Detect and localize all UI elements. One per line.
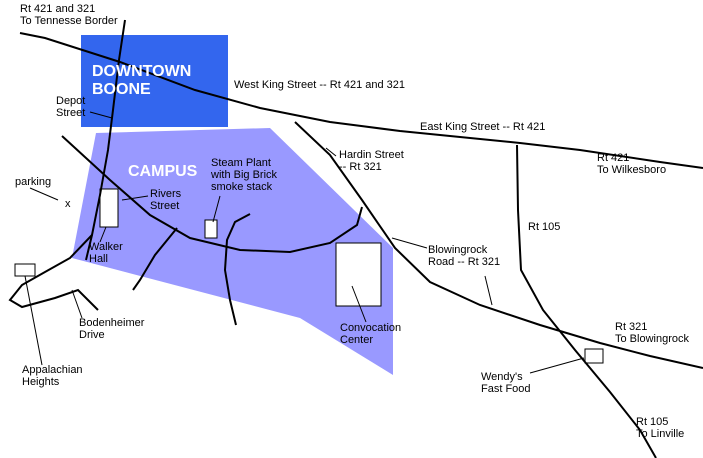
rt321-blowingrock-line1: Rt 321	[615, 321, 648, 333]
rt105-linville-label: Rt 105 To Linville	[636, 416, 684, 440]
wilkesboro-line1: Rt 421	[597, 152, 630, 164]
walker-hall-building	[99, 188, 119, 228]
rivers-line1: Rivers	[150, 188, 182, 200]
bodenheimer-pointer	[71, 289, 83, 319]
linville-line2: To Linville	[636, 428, 685, 440]
steam-plant-building	[204, 219, 218, 239]
appalachian-heights-building	[14, 263, 36, 277]
blowingrock-road-label: Blowingrock Road -- Rt 321	[428, 244, 500, 268]
steam-plant-pointer	[212, 195, 221, 223]
hardin-line2: -- Rt 321	[339, 161, 382, 173]
hardin-street-label: Hardin Street -- Rt 321	[339, 149, 404, 173]
appalachian-heights-label: Appalachian Heights	[22, 364, 83, 388]
wilkesboro-line2: To Wilkesboro	[597, 164, 667, 176]
downtown-block	[81, 35, 228, 127]
rt321-blowingrock-label: Rt 321 To Blowingrock	[615, 321, 689, 345]
wendys-building	[584, 348, 604, 364]
parking-pointer	[29, 187, 59, 201]
rivers-street-road	[61, 135, 363, 254]
rivers-line2: Street	[150, 200, 180, 212]
depot-line1: Depot	[56, 95, 86, 107]
king-street-road	[19, 32, 703, 169]
rt105-road	[516, 144, 657, 458]
blowingrock-pointer	[391, 237, 428, 249]
bodenheimer-drive-road	[8, 234, 99, 311]
rivers-street-pointer	[121, 195, 149, 201]
hardin-street-pointer	[325, 147, 337, 157]
rt421-321-line2: To Tennesse Border	[20, 15, 118, 27]
walker-hall-label: Walker Hall	[89, 241, 123, 265]
steam-plant-line1: Steam Plant	[211, 157, 271, 169]
walker-line2: Hall	[89, 253, 108, 265]
hardin-blowingrock-road	[294, 121, 703, 369]
convocation-line2: Center	[340, 334, 374, 346]
downtown-line2: BOONE	[92, 81, 151, 98]
rivers-street-label: Rivers Street	[150, 188, 181, 212]
steam-plant-line3: smoke stack	[211, 181, 273, 193]
rt105-label: Rt 105	[528, 221, 561, 233]
wendys-label: Wendy's Fast Food	[481, 371, 531, 395]
blowingrock-line1: Blowingrock	[428, 244, 488, 256]
downtown-boone-label: DOWNTOWN BOONE	[92, 63, 191, 99]
walker-hall-pointer	[99, 226, 107, 243]
depot-street-pointer	[89, 111, 113, 119]
rt321-blowingrock-line2: To Blowingrock	[615, 333, 689, 345]
east-king-street-label: East King Street -- Rt 421	[420, 121, 546, 133]
convocation-pointer	[351, 285, 367, 323]
bodenheimer-line1: Bodenheimer	[79, 317, 145, 329]
convocation-line1: Convocation	[340, 322, 402, 334]
walker-line1: Walker	[89, 241, 123, 253]
bodenheimer-line2: Drive	[79, 329, 105, 341]
wendys-line2: Fast Food	[481, 383, 531, 395]
steam-plant-label: Steam Plant with Big Brick smoke stack	[211, 157, 277, 193]
hardin-line1: Hardin Street	[339, 149, 404, 161]
parking-marker: x	[65, 198, 71, 210]
steam-plant-line2: with Big Brick	[211, 169, 278, 181]
convocation-center-label: Convocation Center	[340, 322, 401, 346]
downtown-line1: DOWNTOWN	[92, 63, 192, 80]
parking-label: parking	[15, 176, 52, 188]
depot-line2: Street	[56, 107, 86, 119]
rt421-321-line1: Rt 421 and 321	[20, 3, 96, 15]
campus-area	[72, 128, 393, 375]
campus-label: CAMPUS	[128, 163, 198, 180]
campus-branch-middle-road	[223, 213, 251, 326]
campus-branch-left-road	[132, 227, 178, 291]
rt421-wilkesboro-label: Rt 421 To Wilkesboro	[597, 152, 666, 176]
appalachian-heights-pointer	[24, 275, 43, 366]
blowingrock-line2: Road -- Rt 321	[428, 256, 501, 268]
convocation-center-building	[335, 242, 382, 307]
west-king-street-label: West King Street -- Rt 421 and 321	[234, 79, 405, 91]
appalachian-line2: Heights	[22, 376, 60, 388]
wendys-pointer	[529, 357, 585, 374]
rt421-321-tennessee-label: Rt 421 and 321 To Tennesse Border	[20, 3, 118, 27]
wendys-line1: Wendy's	[481, 371, 523, 383]
depot-street-label: Depot Street	[56, 95, 85, 119]
linville-line1: Rt 105	[636, 416, 669, 428]
rt321-blowingrock-pointer	[484, 275, 493, 306]
bodenheimer-drive-label: Bodenheimer Drive	[79, 317, 144, 341]
appalachian-line1: Appalachian	[22, 364, 83, 376]
